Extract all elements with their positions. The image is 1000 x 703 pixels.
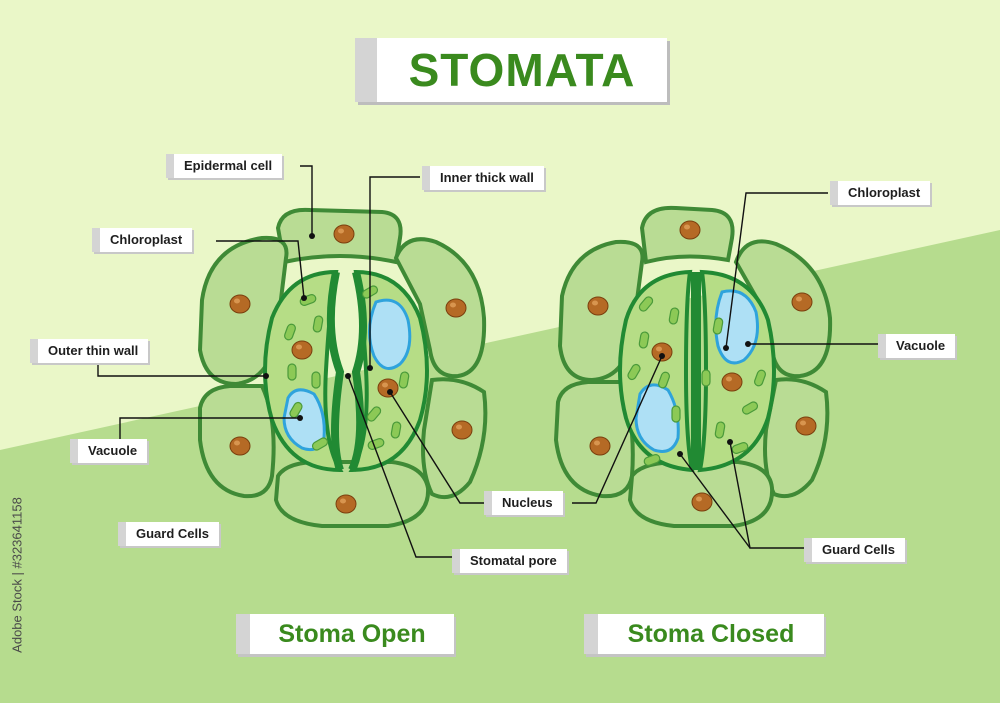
caption-stoma-closed: Stoma Closed	[627, 619, 795, 648]
stock-watermark: Adobe Stock | #323641158	[6, 470, 28, 680]
label-vacuole-right: Vacuole	[878, 334, 956, 358]
leader-dots	[263, 233, 751, 457]
label-guard-cells-right: Guard Cells	[804, 538, 905, 562]
label-epidermal-cell: Epidermal cell	[166, 154, 283, 178]
label-nucleus: Nucleus	[484, 491, 563, 515]
background-dark-region	[0, 230, 1000, 703]
caption-stoma-open: Stoma Open	[278, 619, 426, 648]
label-vacuole-left: Vacuole	[70, 439, 148, 463]
title-box: STOMATA	[355, 38, 667, 102]
label-inner-thick-wall: Inner thick wall	[422, 166, 544, 190]
label-guard-cells-left: Guard Cells	[118, 522, 219, 546]
stoma-open-diagram	[197, 207, 488, 528]
caption-stoma-closed-box: Stoma Closed	[584, 614, 824, 654]
label-chloroplast-right: Chloroplast	[830, 181, 931, 205]
stoma-closed-diagram	[553, 205, 833, 528]
caption-stoma-open-box: Stoma Open	[236, 614, 454, 654]
label-outer-thin-wall: Outer thin wall	[30, 339, 149, 363]
page-title: STOMATA	[408, 44, 636, 96]
epidermal-cells-left	[197, 207, 488, 528]
watermark-text: Adobe Stock | #323641158	[9, 497, 25, 653]
label-chloroplast-left: Chloroplast	[92, 228, 193, 252]
label-stomatal-pore: Stomatal pore	[452, 549, 567, 573]
leader-lines	[97, 165, 878, 558]
